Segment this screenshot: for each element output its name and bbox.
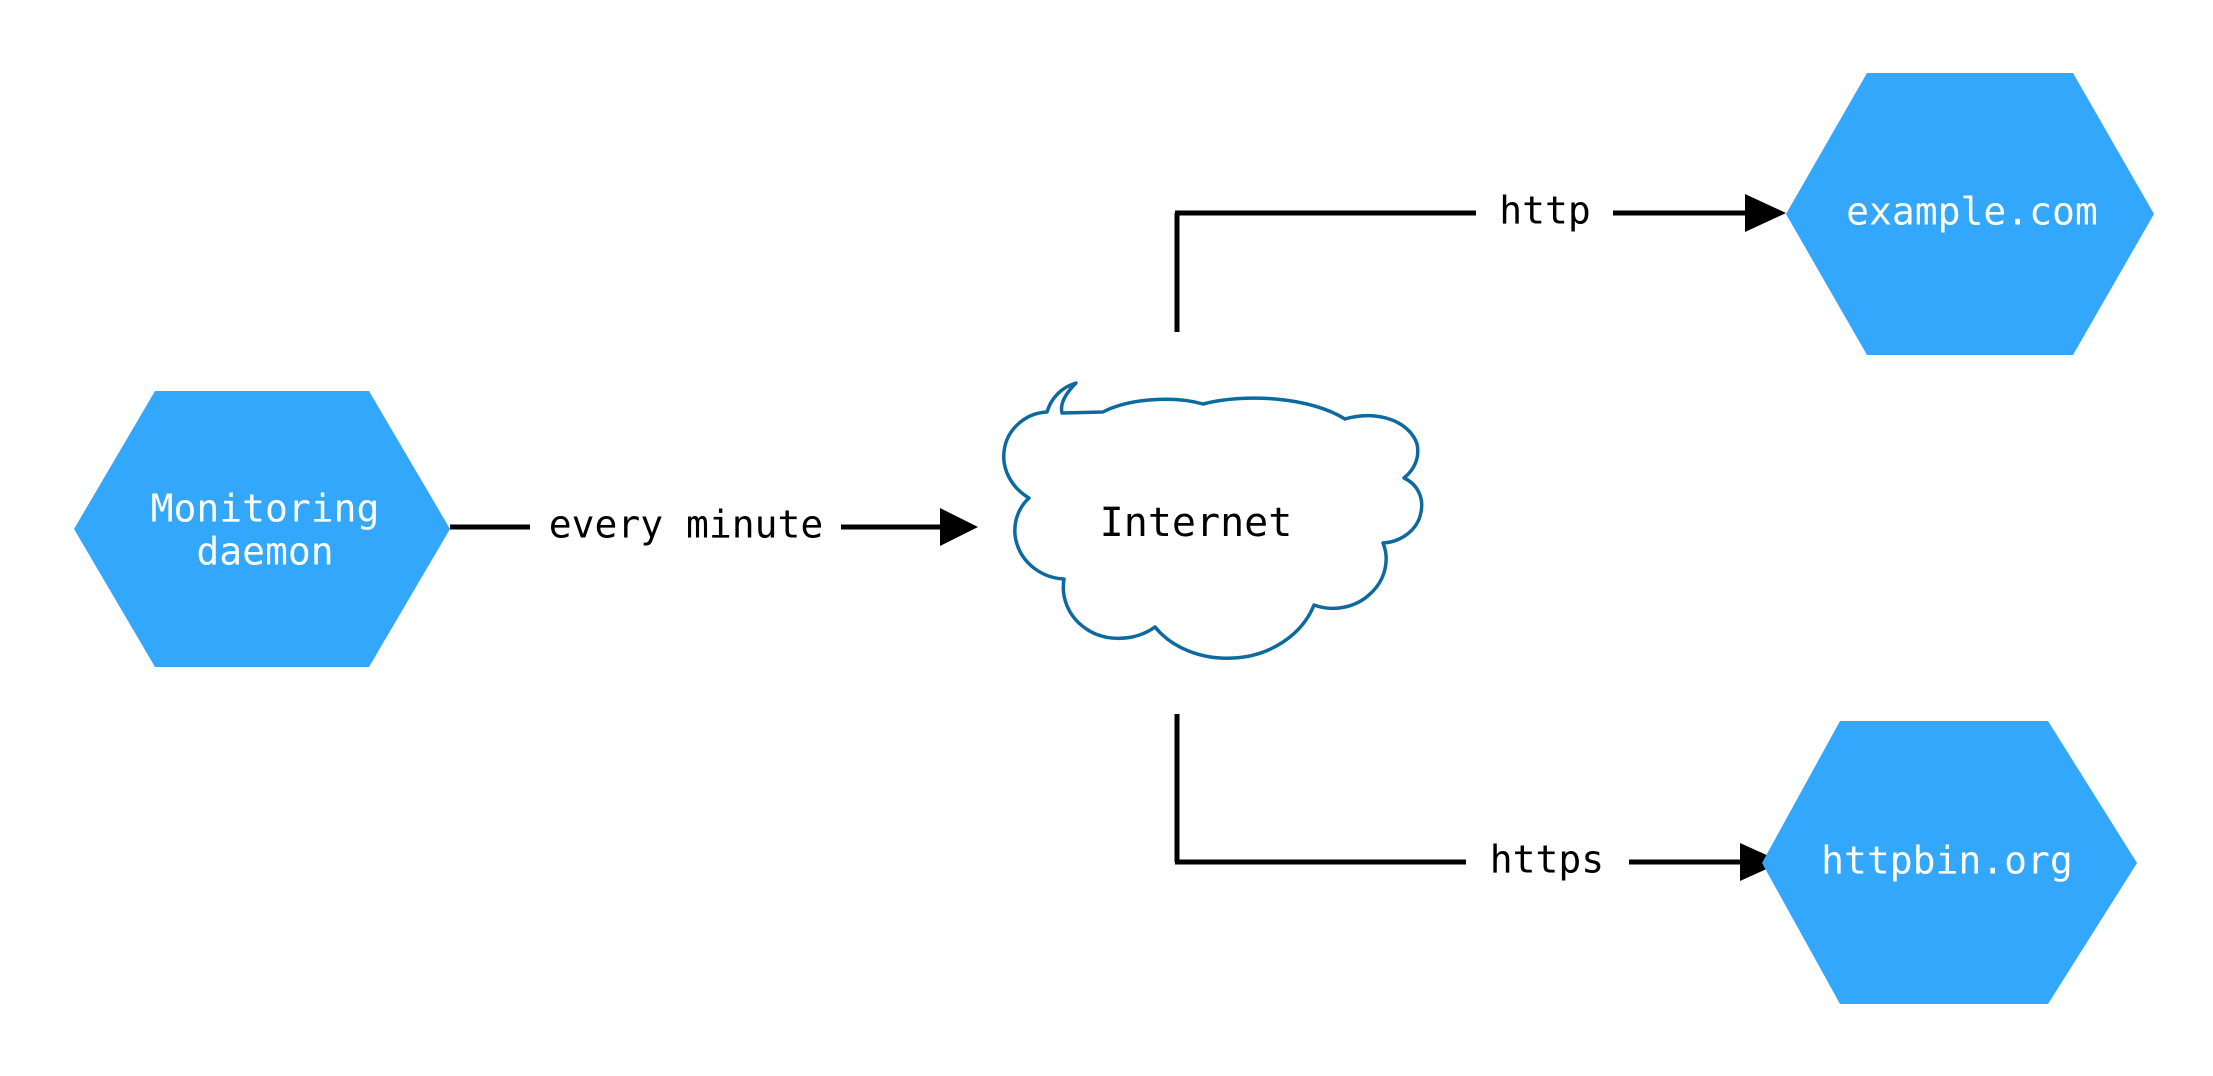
httpbin-org-label: httpbin.org <box>1821 839 2073 883</box>
node-example-com[interactable]: example.com <box>1786 73 2154 355</box>
edge-label-http: http <box>1499 189 1591 233</box>
monitoring-daemon-hexagon[interactable] <box>74 391 450 667</box>
internet-cloud-shape[interactable] <box>1002 381 1424 660</box>
edge-internet-to-example-arrowhead <box>1745 194 1786 232</box>
edge-internet-to-httpbin: https <box>1174 714 1782 882</box>
node-internet[interactable]: Internet <box>1002 381 1424 660</box>
node-httpbin-org[interactable]: httpbin.org <box>1762 721 2137 1004</box>
internet-label: Internet <box>1100 500 1293 546</box>
httpbin-org-hexagon[interactable] <box>1762 721 2137 1004</box>
monitoring-daemon-label-line2: daemon <box>196 530 333 574</box>
node-monitoring-daemon[interactable]: Monitoring daemon <box>74 391 450 667</box>
monitoring-daemon-label-line1: Monitoring <box>151 487 380 531</box>
edge-daemon-to-internet-arrowhead <box>940 508 978 546</box>
edge-label-https: https <box>1490 838 1604 882</box>
example-com-label: example.com <box>1846 190 2098 234</box>
edge-internet-to-example: http <box>1174 189 1786 332</box>
edge-daemon-to-internet: every minute <box>450 503 978 547</box>
edge-internet-to-httpbin-arrowhead <box>1740 843 1782 881</box>
edge-label-every-minute: every minute <box>549 503 824 547</box>
example-com-hexagon[interactable] <box>1786 73 2154 355</box>
